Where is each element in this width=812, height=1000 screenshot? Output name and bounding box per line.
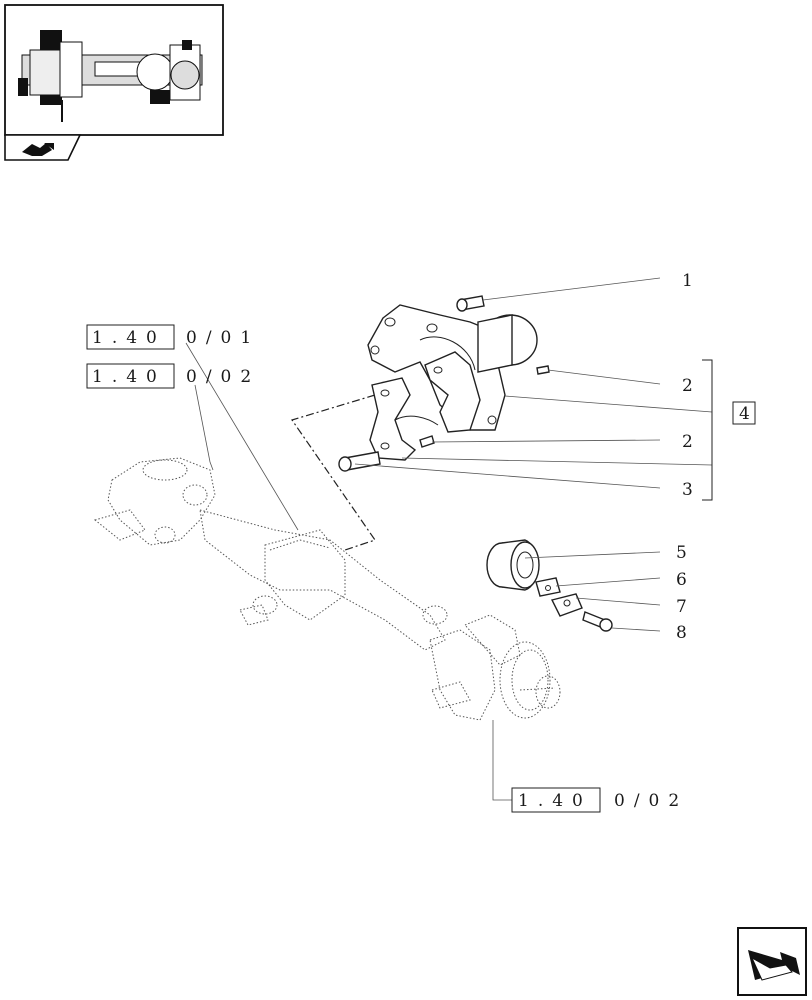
ref-3-boxed: 1.40 (518, 791, 592, 811)
axle-assembly-thumbnail (18, 30, 203, 122)
clamp-bracket-part[interactable] (369, 351, 481, 461)
bolt-part-3[interactable] (338, 451, 381, 472)
callout-2-upper: 2 (682, 376, 693, 396)
leader-3 (354, 463, 661, 489)
thumbnail-panel[interactable] (4, 4, 224, 161)
leader-4b (401, 457, 713, 466)
ref-1-boxed: 1.40 (92, 328, 166, 348)
bracket-part-7[interactable] (550, 593, 583, 617)
ref-1-rest: 0/01 (186, 328, 260, 348)
callout-2-lower: 2 (682, 432, 693, 452)
ref-label-2[interactable]: 1.40 0/02 (86, 363, 260, 389)
callout-4: 4 (739, 404, 750, 424)
callout-7: 7 (676, 597, 687, 617)
bolt-part-1[interactable] (456, 295, 485, 312)
book-arrow-icon (22, 143, 54, 156)
callout-6: 6 (676, 570, 687, 590)
ref-2-boxed: 1.40 (92, 367, 166, 387)
leader-6 (555, 577, 661, 587)
leader-5 (524, 551, 661, 559)
ref-leader-1 (185, 342, 299, 531)
ring-part-5[interactable] (486, 539, 540, 591)
assembly-dashed-line (291, 394, 376, 551)
leader-1 (482, 277, 661, 301)
front-axle-assembly (93, 457, 561, 721)
screw-part-8[interactable] (582, 611, 613, 632)
callout-8: 8 (676, 623, 687, 643)
ref-2-rest: 0/02 (186, 367, 260, 387)
callout-3: 3 (682, 480, 693, 500)
ref-leader-2 (194, 384, 214, 471)
leader-8 (611, 627, 661, 632)
ref-leader-3 (492, 720, 512, 801)
callout-4-box (732, 401, 756, 425)
group-bracket (702, 359, 713, 501)
ref-label-1[interactable]: 1.40 0/01 (86, 324, 260, 350)
leader-2b (431, 439, 661, 443)
leader-4a (504, 395, 713, 413)
callout-5: 5 (676, 543, 687, 563)
leader-7 (575, 597, 661, 606)
leader-2a (547, 369, 661, 385)
next-page-arrow-icon[interactable] (737, 927, 807, 996)
pin-part-2-upper[interactable] (536, 365, 550, 375)
pin-part-2-lower[interactable] (419, 435, 435, 448)
ref-label-3[interactable]: 1.40 0/02 (511, 787, 688, 813)
clip-part-6[interactable] (535, 577, 561, 597)
ref-3-rest: 0/02 (614, 791, 688, 811)
callout-1: 1 (682, 271, 693, 291)
